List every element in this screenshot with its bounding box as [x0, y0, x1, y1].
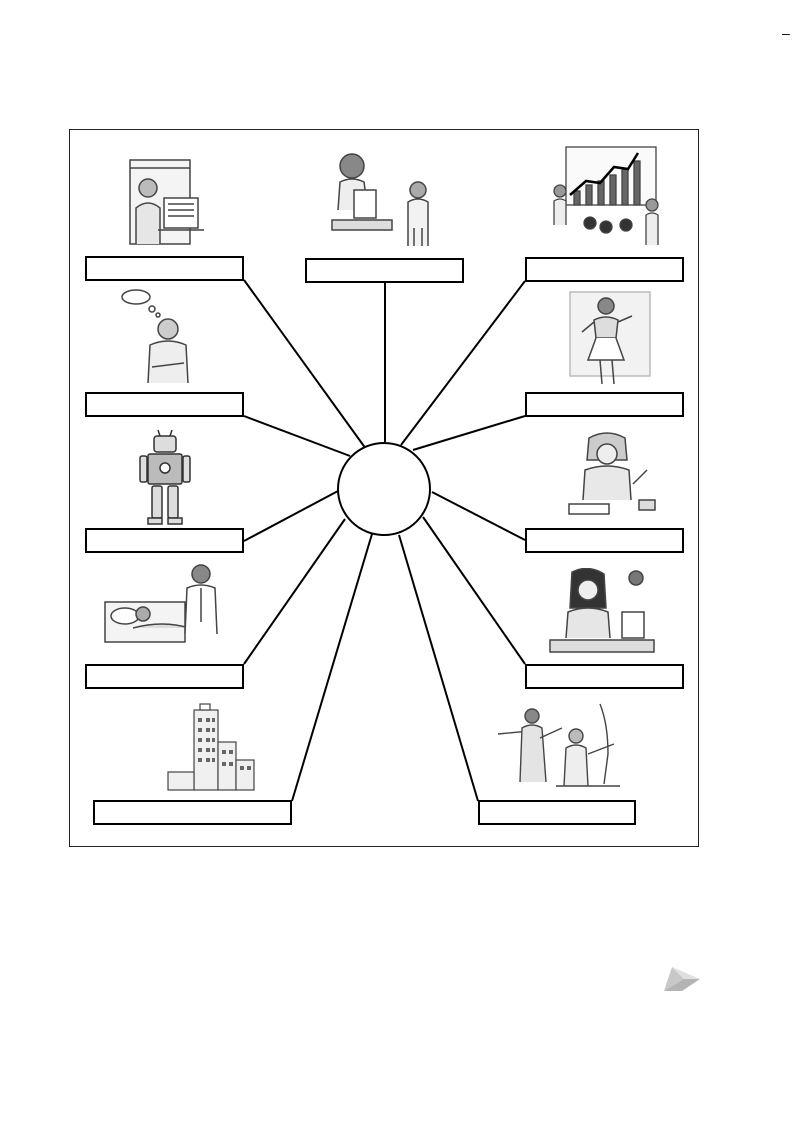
worksheet-frame [69, 129, 699, 847]
judge-picture [568, 432, 656, 515]
news-reader-picture [549, 568, 655, 653]
thinking-boy-picture [121, 289, 189, 384]
page-corner-mark: – [782, 25, 790, 41]
answer-box-teacher[interactable] [305, 258, 464, 283]
robot-picture [139, 429, 191, 525]
publisher-logo-icon [664, 967, 700, 991]
answer-box-robot[interactable] [85, 528, 244, 553]
answer-box-dancer[interactable] [525, 392, 684, 417]
answer-box-hospital[interactable] [93, 800, 292, 825]
doctor-with-patient-picture [104, 564, 218, 643]
hospital-building-picture [167, 703, 255, 791]
answer-box-lawyer[interactable] [478, 800, 636, 825]
business-presentation-picture [553, 146, 659, 245]
teacher-with-student-picture [331, 153, 429, 246]
center-circle [337, 442, 431, 536]
answer-box-cashier[interactable] [85, 256, 244, 281]
answer-box-news-reader[interactable] [525, 664, 684, 689]
answer-box-doctor[interactable] [85, 664, 244, 689]
cashier-at-counter-picture [129, 159, 204, 245]
dancer-picture [569, 291, 651, 385]
answer-box-presentation[interactable] [525, 257, 684, 282]
answer-box-thinker[interactable] [85, 392, 244, 417]
lawyer-in-court-picture [497, 703, 620, 787]
answer-box-judge[interactable] [525, 528, 684, 553]
